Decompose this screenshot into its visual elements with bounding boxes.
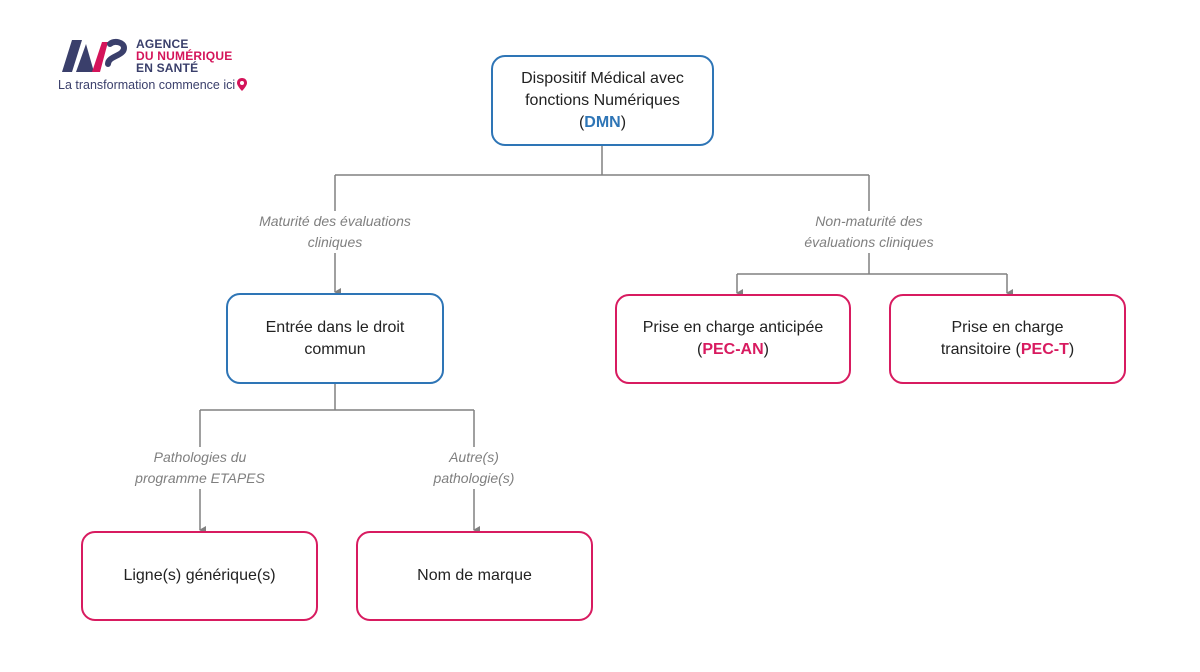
acronym-pec-t: PEC-T <box>1020 341 1069 358</box>
node-ligne-generique: Ligne(s) générique(s) <box>81 531 318 621</box>
logo-tagline-text: La transformation commence ici <box>58 78 236 92</box>
node-dmn: Dispositif Médical avec fonctions Numéri… <box>491 55 714 146</box>
ans-logo-mark-icon <box>62 38 128 72</box>
node-pec-t-line2: transitoire (PEC-T) <box>940 341 1075 358</box>
node-nom-marque: Nom de marque <box>356 531 593 621</box>
edge-label-etapes: Pathologies du programme ETAPES <box>110 447 290 489</box>
node-dmn-line3: (DMN) <box>578 113 627 131</box>
node-pec-t: Prise en charge transitoire (PEC-T) <box>889 294 1126 384</box>
logo-line-2: DU NUMÉRIQUE <box>136 49 233 63</box>
node-pec-t-line1: Prise en charge <box>951 319 1064 336</box>
node-dmn-line1: Dispositif Médical avec <box>521 69 684 87</box>
acronym-pec-an: PEC-AN <box>702 341 764 358</box>
node-dmn-line2: fonctions Numériques <box>525 91 680 109</box>
logo-line-3: EN SANTÉ <box>136 61 199 75</box>
location-pin-icon <box>237 78 248 91</box>
acronym-dmn: DMN <box>584 113 621 131</box>
edge-label-maturite: Maturité des évaluations cliniques <box>225 211 445 253</box>
edge-label-autres: Autre(s) pathologie(s) <box>404 447 544 489</box>
node-pec-an: Prise en charge anticipée (PEC-AN) <box>615 294 851 384</box>
node-pec-an-line2: (PEC-AN) <box>697 341 769 358</box>
ans-logo: AGENCE DU NUMÉRIQUE EN SANTÉ La transfor… <box>58 34 258 94</box>
node-nom-marque-label: Nom de marque <box>417 567 532 584</box>
node-pec-an-line1: Prise en charge anticipée <box>642 319 824 336</box>
node-droit-commun: Entrée dans le droit commun <box>226 293 444 384</box>
logo-line-1: AGENCE <box>136 37 189 51</box>
logo-tagline: La transformation commence ici <box>58 78 248 92</box>
edge-label-non-maturite: Non-maturité des évaluations cliniques <box>779 211 959 253</box>
node-ligne-generique-label: Ligne(s) générique(s) <box>123 567 276 584</box>
node-droit-commun-line2: commun <box>304 340 366 358</box>
node-droit-commun-line1: Entrée dans le droit <box>265 318 405 336</box>
